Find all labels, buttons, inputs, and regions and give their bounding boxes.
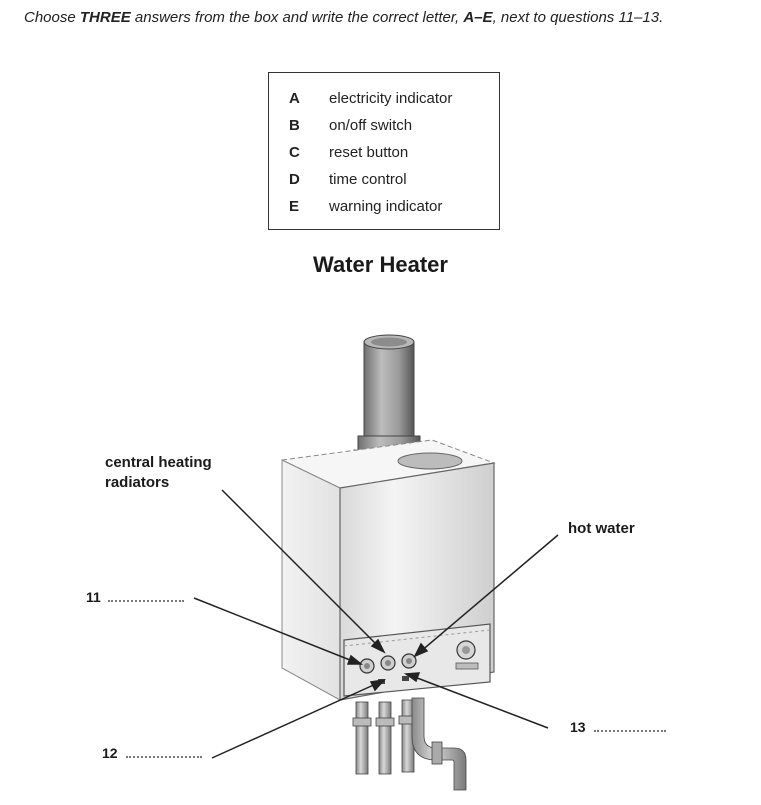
instructions-part1: Choose xyxy=(24,9,80,26)
instructions-part2: answers from the box and write the corre… xyxy=(130,9,464,26)
label-central-heating-line1: central heating xyxy=(105,454,212,471)
instructions-letters: A–E xyxy=(463,9,493,26)
arrow-question-11 xyxy=(193,597,364,665)
answer-options-box: A electricity indicator B on/off switch … xyxy=(268,72,500,230)
control-dial xyxy=(455,640,479,670)
instructions-text: Choose THREE answers from the box and wr… xyxy=(24,6,724,29)
arrow-question-12 xyxy=(211,678,386,759)
question-13-number: 13 xyxy=(570,719,586,735)
option-text: reset button xyxy=(329,144,409,161)
question-11-number: 11 xyxy=(86,589,101,605)
instructions-part3: , next to questions 11–13. xyxy=(492,9,664,26)
option-text: warning indicator xyxy=(329,198,443,215)
option-d: D time control xyxy=(269,167,499,193)
pipes xyxy=(352,697,467,791)
question-12-number: 12 xyxy=(102,745,118,761)
label-central-heating-line2: radiators xyxy=(105,474,170,491)
option-letter: A xyxy=(289,90,300,107)
label-central-heating: central heating radiators xyxy=(105,453,212,493)
diagram-title: Water Heater xyxy=(313,252,448,277)
option-text: electricity indicator xyxy=(329,90,453,107)
option-text: time control xyxy=(329,171,407,188)
instructions-three: THREE xyxy=(79,9,131,26)
arrow-hot-water xyxy=(413,534,559,658)
arrow-central-heating xyxy=(221,489,386,654)
control-knob-left xyxy=(359,658,375,674)
control-knob-middle-left xyxy=(380,655,396,671)
question-11-answer-blank[interactable] xyxy=(108,600,184,602)
option-b: B on/off switch xyxy=(269,113,499,139)
option-letter: E xyxy=(289,198,300,215)
option-e: E warning indicator xyxy=(269,194,499,220)
option-c: C reset button xyxy=(269,140,499,166)
option-letter: C xyxy=(289,144,300,161)
arrow-question-13 xyxy=(403,672,549,729)
option-letter: D xyxy=(289,171,300,188)
label-hot-water: hot water xyxy=(568,520,635,537)
option-letter: B xyxy=(289,117,300,134)
question-12-answer-blank[interactable] xyxy=(126,756,202,758)
control-light-right xyxy=(402,676,409,681)
control-knob-middle-right xyxy=(401,653,417,669)
option-text: on/off switch xyxy=(329,117,413,134)
question-13-answer-blank[interactable] xyxy=(594,730,666,732)
flue-pipe xyxy=(353,334,425,467)
option-a: A electricity indicator xyxy=(269,86,499,112)
